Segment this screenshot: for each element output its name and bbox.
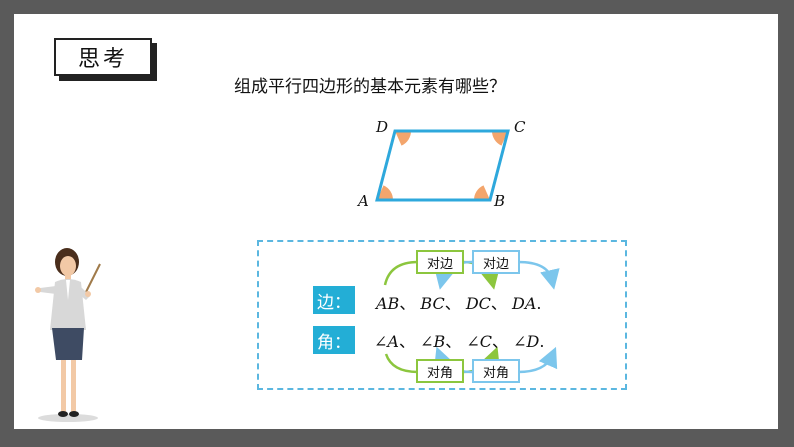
angle-c-mark: [492, 131, 508, 146]
opposite-angles-pill-1: 对角: [416, 359, 464, 383]
edge-sep-1: 、: [399, 294, 416, 313]
angle-symbol: ∠: [513, 332, 527, 351]
angle-sep-3: 、: [492, 332, 509, 351]
angle-green-left-arc: [384, 353, 419, 374]
angle-symbol: ∠: [466, 332, 480, 351]
angle-b: B: [433, 332, 446, 351]
vertex-c-label: C: [514, 118, 526, 136]
angle-d-mark: [395, 131, 411, 146]
angle-a: A: [387, 332, 399, 351]
angle-end: .: [539, 332, 545, 351]
edge-sep-2: 、: [444, 294, 461, 313]
vertex-a-label: A: [358, 192, 369, 210]
edge-ab: AB: [376, 294, 400, 313]
edge-sep-3: 、: [490, 294, 507, 313]
opposite-sides-pill-1: 对边: [416, 250, 464, 274]
edge-green-left-arc: [383, 260, 419, 286]
angle-d: D: [526, 332, 540, 351]
parallelogram-shape: [375, 129, 510, 202]
edge-blue-right-arc: [517, 260, 560, 290]
angle-blue-right-arc: [517, 346, 558, 374]
title-label: 思考: [77, 47, 128, 72]
edge-dc: DC: [465, 294, 491, 313]
edge-end: .: [536, 294, 542, 313]
opposite-sides-pill-2: 对边: [472, 250, 520, 274]
angle-sep-1: 、: [398, 332, 415, 351]
angle-symbol: ∠: [420, 332, 434, 351]
angles-tag: 角：: [313, 326, 355, 354]
question-text: 组成平行四边形的基本元素有哪些？: [234, 77, 506, 97]
angle-sep-2: 、: [445, 332, 462, 351]
slide: [14, 14, 778, 429]
angles-row: ∠A、 ∠B、 ∠C、 ∠D.: [374, 328, 544, 352]
angle-c: C: [479, 332, 493, 351]
edge-da: DA: [512, 294, 537, 313]
angle-a-mark: [377, 185, 393, 200]
summary-box: [257, 240, 627, 390]
title-box: 思考: [54, 38, 152, 76]
edge-bc: BC: [420, 294, 445, 313]
angle-b-mark: [474, 185, 490, 200]
edges-row: AB、 BC、 DC、 DA.: [376, 290, 542, 314]
vertex-d-label: D: [376, 118, 389, 136]
vertex-b-label: B: [494, 192, 506, 210]
angle-symbol: ∠: [374, 332, 388, 351]
edges-tag: 边：: [313, 286, 355, 314]
opposite-angles-pill-2: 对角: [472, 359, 520, 383]
